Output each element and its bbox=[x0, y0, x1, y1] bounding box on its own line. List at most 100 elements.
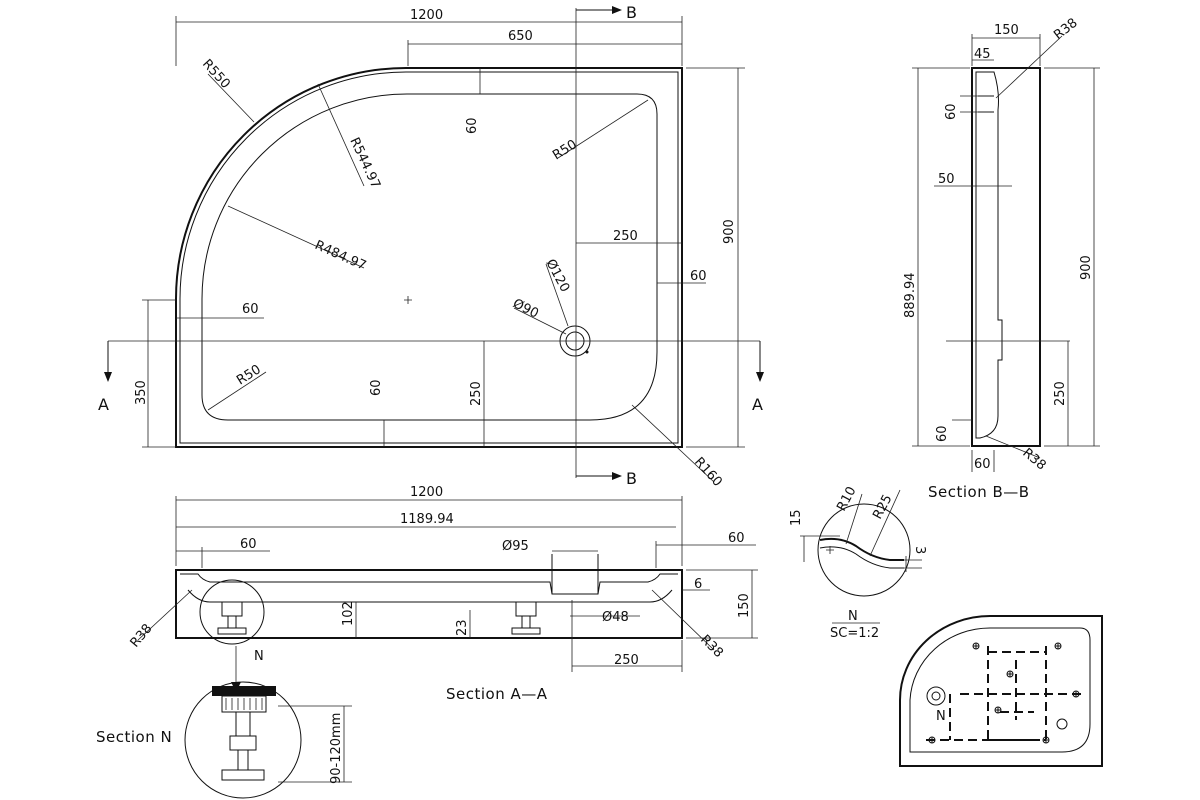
leader-bb-r38-top bbox=[995, 35, 1063, 99]
label-bb-r38-bottom: R38 bbox=[1019, 446, 1048, 474]
dim-bb-inner-height-text: 889.94 bbox=[903, 273, 918, 319]
dim-aa-base-text: 23 bbox=[455, 619, 470, 636]
leader-bb-r38-bottom bbox=[985, 435, 1041, 459]
dim-height-line bbox=[686, 67, 745, 448]
dim-aa-height-text: 150 bbox=[737, 593, 752, 618]
underside-marker: N bbox=[936, 709, 946, 724]
leader-detail-n-r10 bbox=[845, 493, 863, 545]
leader-aa-r38-right bbox=[651, 589, 715, 651]
dim-section-n-line bbox=[278, 705, 352, 783]
label-drain-inner: Ø90 bbox=[510, 296, 541, 322]
section-n-foot bbox=[221, 769, 265, 781]
section-aa-leg-left bbox=[217, 601, 247, 635]
detail-n-scale-circle bbox=[817, 503, 911, 597]
dim-rim-bottom-text: 60 bbox=[369, 379, 384, 396]
dim-drain-right-text: 250 bbox=[613, 229, 638, 244]
label-r160: R160 bbox=[691, 455, 725, 490]
section-n-label: Section N bbox=[96, 728, 172, 746]
leader-drain-outer bbox=[545, 263, 569, 327]
dim-aa-drain-text: Ø95 bbox=[502, 539, 529, 554]
dim-aa-inner-width-text: 1189.94 bbox=[400, 512, 454, 527]
dim-detail-n-3-line bbox=[904, 556, 922, 572]
section-n-thread bbox=[225, 698, 263, 710]
dim-aa-step-text: 6 bbox=[694, 577, 702, 592]
section-bb-arrow-bottom bbox=[612, 472, 622, 480]
section-n-shaft bbox=[235, 711, 251, 737]
dim-bb-base-text: 60 bbox=[974, 457, 991, 472]
dim-bb-rim-bottom-text: 60 bbox=[935, 425, 950, 442]
underside-drain-outer bbox=[926, 686, 946, 706]
dim-width-text: 1200 bbox=[410, 8, 443, 23]
dim-section-n-text: 90-120mm bbox=[329, 713, 344, 784]
section-bb-arrow-top bbox=[612, 6, 622, 14]
label-bb-r38-top: R38 bbox=[1051, 16, 1080, 44]
dim-aa-width-text: 1200 bbox=[410, 485, 443, 500]
dim-top-straight-line bbox=[407, 40, 682, 66]
leader-r50-tr bbox=[557, 99, 649, 159]
section-n-nut bbox=[229, 735, 257, 751]
underside-view: N bbox=[899, 615, 1103, 767]
dim-aa-leg-height-text: 102 bbox=[341, 601, 356, 626]
dim-aa-rim-left-line bbox=[176, 547, 270, 568]
section-bb-letter-top: B bbox=[626, 3, 637, 22]
dim-bb-wall-text: 50 bbox=[938, 172, 955, 187]
leader-r484 bbox=[227, 205, 365, 269]
label-r50-bl: R50 bbox=[234, 362, 264, 388]
label-r544: R544.97 bbox=[346, 135, 383, 191]
underside-frame bbox=[899, 615, 1103, 767]
dim-bb-height-text: 900 bbox=[1079, 255, 1094, 280]
dim-top-straight-text: 650 bbox=[508, 29, 533, 44]
leader-drain-inner bbox=[513, 307, 567, 335]
section-aa-drain-walls bbox=[551, 554, 599, 594]
dim-bb-inner-text: 45 bbox=[974, 47, 991, 62]
dim-bb-rim-top-line bbox=[960, 95, 990, 113]
dim-bb-drain-text: 250 bbox=[1053, 381, 1068, 406]
basin-outline bbox=[201, 93, 658, 421]
dim-bb-base-line bbox=[971, 450, 995, 472]
dim-width-line bbox=[175, 16, 683, 66]
leader-detail-n-r25 bbox=[869, 489, 901, 557]
section-aa-letter-left: A bbox=[98, 395, 109, 414]
section-aa-label: Section A—A bbox=[446, 685, 548, 703]
leader-r50-bl bbox=[207, 371, 267, 411]
detail-n-marker: N bbox=[254, 649, 264, 664]
dim-section-height-line bbox=[142, 299, 176, 448]
dim-section-height-text: 350 bbox=[134, 380, 149, 405]
center-mark bbox=[404, 296, 412, 304]
underside-support-frame bbox=[926, 646, 1084, 741]
section-bb-letter-bottom: B bbox=[626, 469, 637, 488]
section-n-view: 90-120mm Section N bbox=[96, 681, 352, 799]
section-aa-outline bbox=[175, 569, 683, 639]
dim-drain-bottom-text: 250 bbox=[469, 381, 484, 406]
detail-n-title: N bbox=[848, 609, 858, 624]
underside-screw-points bbox=[928, 642, 1080, 744]
dim-aa-width-line bbox=[175, 496, 683, 566]
label-aa-r38-right: R38 bbox=[697, 632, 726, 661]
dim-aa-drain-bottom-text: Ø48 bbox=[602, 610, 629, 625]
leader-aa-r38-left bbox=[137, 589, 193, 641]
underside-inner bbox=[909, 627, 1091, 753]
section-bb-rim-lines bbox=[978, 95, 994, 113]
label-detail-n-r10: R10 bbox=[834, 484, 859, 514]
dim-height-text: 900 bbox=[722, 219, 737, 244]
section-aa-arrow-right bbox=[756, 372, 764, 382]
dim-aa-rim-left-text: 60 bbox=[240, 537, 257, 552]
dim-rim-right-text: 60 bbox=[690, 269, 707, 284]
section-aa-arrow-left bbox=[104, 372, 112, 382]
dim-rim-top-text: 60 bbox=[465, 117, 480, 134]
underside-drain-inner bbox=[931, 691, 941, 701]
tray-outer-outline bbox=[174, 66, 683, 448]
tray-rim-line bbox=[179, 71, 679, 444]
dim-aa-height-line bbox=[686, 569, 758, 639]
dim-detail-n-15-line bbox=[800, 535, 840, 562]
section-bb-view: 150 45 R38 60 50 900 889.94 250 60 60 R3… bbox=[903, 16, 1100, 501]
dim-rim-left-text: 60 bbox=[242, 302, 259, 317]
dim-bb-rim-top-text: 60 bbox=[944, 103, 959, 120]
section-aa-basin bbox=[180, 573, 678, 595]
section-bb-wall bbox=[975, 71, 1003, 439]
detail-n-scale: SC=1:2 bbox=[830, 626, 879, 641]
section-n-stem bbox=[237, 749, 249, 771]
section-n-circle bbox=[184, 681, 302, 799]
section-n-plate bbox=[212, 686, 276, 696]
